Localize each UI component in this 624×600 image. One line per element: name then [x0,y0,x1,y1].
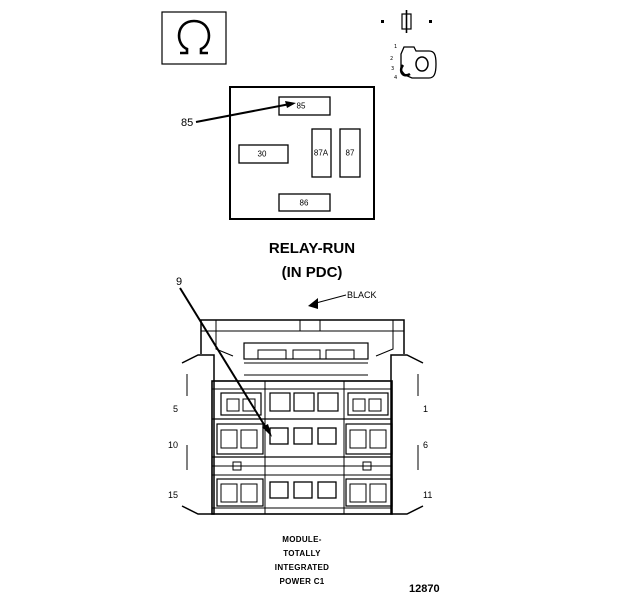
relay-pin-86-label: 86 [299,198,309,208]
relay-pin-87a-label: 87A [313,148,329,158]
relay-pin-87-label: 87 [345,148,355,158]
relay-pin-85-label: 85 [296,101,306,111]
svg-text:4: 4 [394,75,397,81]
relay-title: RELAY-RUN [268,240,356,257]
pin-number-11: 11 [423,490,433,500]
figure-number: 12870 [409,583,440,595]
connector-caption-line-4: POWER C1 [279,577,325,586]
connector-caption-line-2: TOTALLY [283,549,321,558]
connector-color-label: BLACK [347,290,377,300]
pin-number-15: 15 [168,490,179,500]
pin-number-6: 6 [423,440,429,450]
connector-callout-label: 9 [176,276,183,288]
pin-number-10: 10 [168,440,179,450]
pin-number-1: 1 [423,404,429,414]
svg-text:3: 3 [391,66,394,72]
svg-text:2: 2 [390,56,393,62]
ignition-switch-icon: 1 2 3 4 [390,44,437,81]
relay-pin-30-label: 30 [257,149,267,159]
connector-caption-line-1: MODULE- [282,535,322,544]
connector-body [181,319,424,515]
relay-subtitle: (IN PDC) [281,264,343,281]
connector-caption-line-3: INTEGRATED [274,563,330,572]
omega-symbol-icon [161,11,227,65]
pin-number-5: 5 [173,404,179,414]
relay-callout-label: 85 [181,117,194,129]
ignition-key-icon [381,10,432,33]
svg-text:1: 1 [394,44,397,50]
